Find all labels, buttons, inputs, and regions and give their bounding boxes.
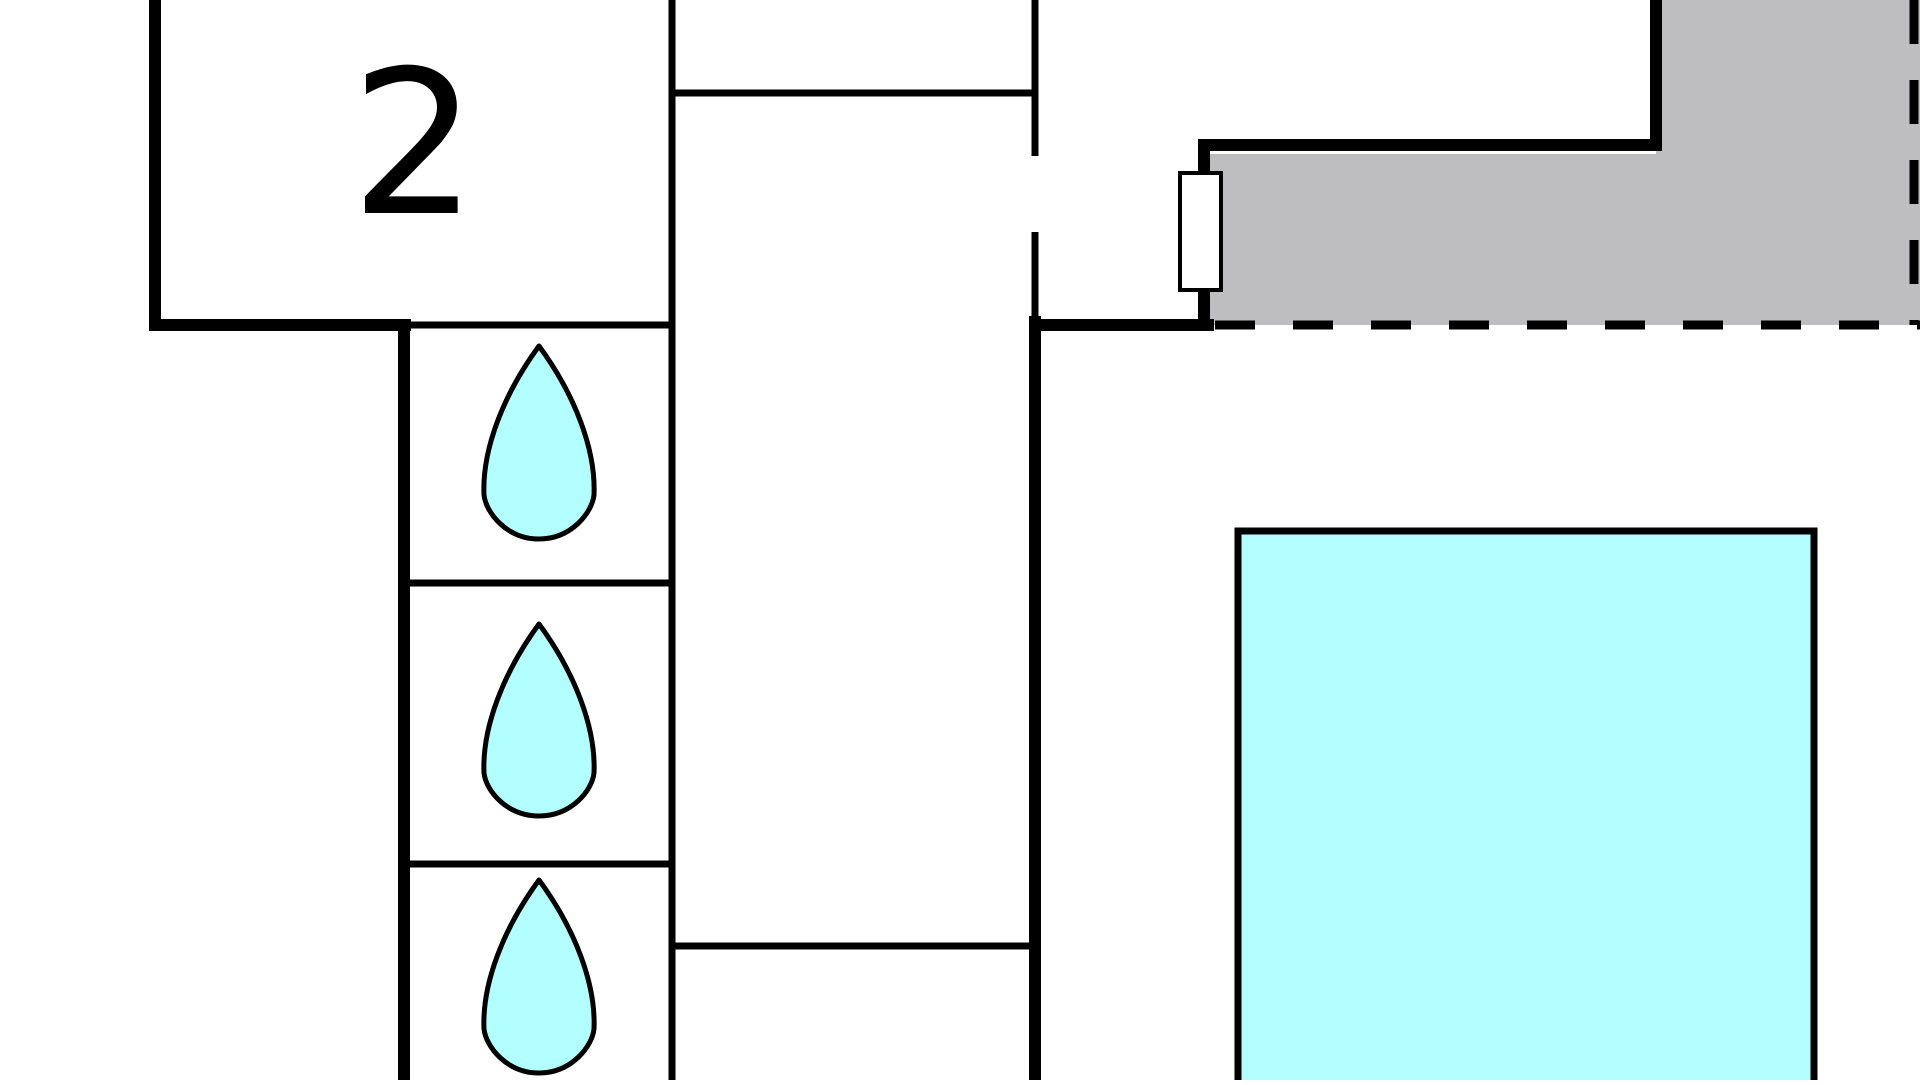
door-marker xyxy=(1178,171,1223,292)
room-number: 2 xyxy=(350,28,477,261)
pool xyxy=(1234,527,1818,1085)
interior-lines xyxy=(410,0,1039,1080)
water-drop-icon xyxy=(481,877,597,1076)
wall-room-2 xyxy=(149,0,411,331)
grey-area xyxy=(1204,0,1920,325)
water-drop-icon xyxy=(481,343,597,542)
water-drop-icons xyxy=(481,343,597,1076)
dashed-boundary xyxy=(1215,0,1920,330)
water-drop-icon xyxy=(481,621,597,819)
